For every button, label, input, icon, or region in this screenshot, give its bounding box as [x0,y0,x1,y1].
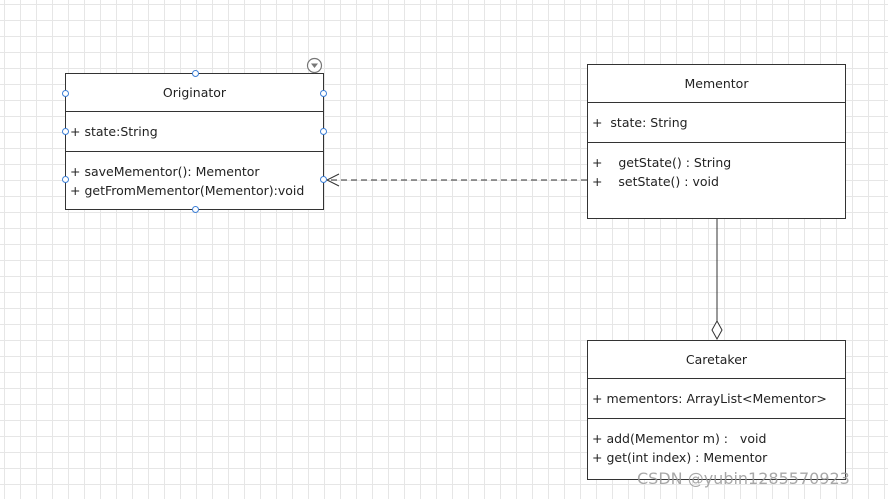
resize-handle-top[interactable] [192,70,199,77]
class-name: Caretaker [588,341,845,379]
resize-handle-right-middle[interactable] [320,128,327,135]
attribute: + state: String [592,115,688,130]
class-name: Mementor [588,65,845,103]
mementor-class[interactable]: Mementor + state: String + getState() : … [587,64,846,219]
operations-compartment: + getState() : String + setState() : voi… [588,143,845,191]
resize-handle-left-lower[interactable] [62,176,69,183]
resize-handle-left-upper[interactable] [62,90,69,97]
class-name: Originator [66,74,323,112]
caretaker-class[interactable]: Caretaker + mementors: ArrayList<Memento… [587,340,846,480]
originator-class[interactable]: Originator + state:String + saveMementor… [65,73,324,210]
attributes-compartment: + state: String [588,103,845,143]
csdn-watermark: CSDN @yubin1285570923 [637,469,850,488]
resize-handle-right-upper[interactable] [320,90,327,97]
aggregation-diamond [711,319,723,341]
chevron-down-circle-icon[interactable] [306,57,323,74]
attribute: + mementors: ArrayList<Mementor> [592,391,827,406]
operation: + saveMementor(): Mementor [70,164,260,179]
attributes-compartment: + state:String [66,112,323,152]
operation: + get(int index) : Mementor [592,450,768,465]
operations-compartment: + saveMementor(): Mementor + getFromMeme… [66,152,323,200]
resize-handle-right-lower[interactable] [320,176,327,183]
attributes-compartment: + mementors: ArrayList<Mementor> [588,379,845,419]
operation: + getState() : String [592,155,732,170]
operations-compartment: + add(Mementor m) : void + get(int index… [588,419,845,467]
operation: + getFromMementor(Mementor):void [70,183,305,198]
resize-handle-left-middle[interactable] [62,128,69,135]
dependency-arrowhead [325,173,340,187]
operation: + setState() : void [592,174,719,189]
attribute: + state:String [70,124,158,139]
operation: + add(Mementor m) : void [592,431,767,446]
resize-handle-bottom[interactable] [192,206,199,213]
